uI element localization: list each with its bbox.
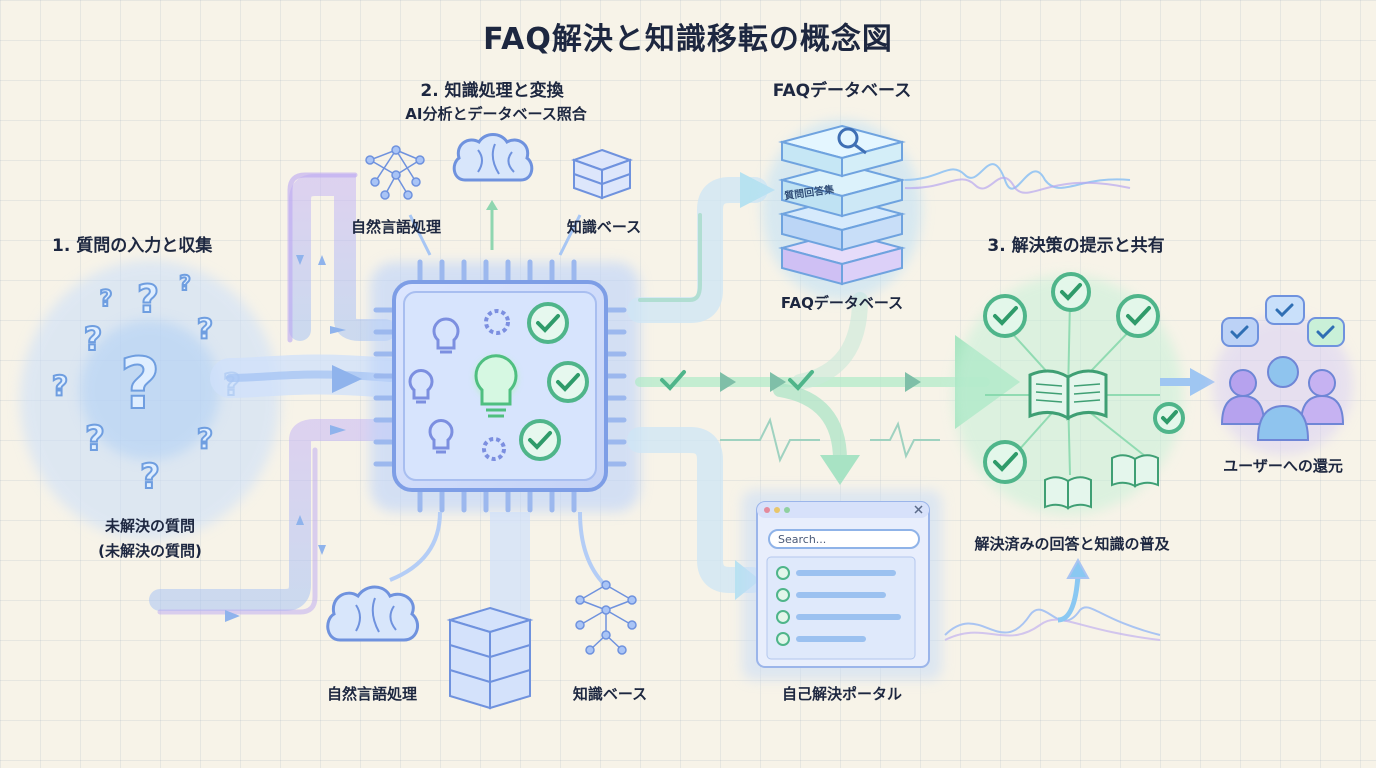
data-wave	[904, 163, 1131, 194]
portal-search-input: Search...	[768, 529, 920, 549]
knowledge-base-label-bottom: 知識ベース	[572, 685, 648, 703]
users-group	[1213, 295, 1353, 455]
neural-network-icon	[365, 145, 425, 200]
brain-icon	[326, 585, 420, 642]
knowledge-base-label-top: 知識ベース	[566, 218, 642, 236]
svg-text:?: ?	[120, 343, 161, 425]
svg-text:?: ?	[100, 287, 113, 312]
faq-database-stack	[762, 120, 922, 300]
solution-hub	[953, 272, 1215, 515]
neural-network-icon	[575, 580, 637, 655]
input-flows	[149, 172, 410, 615]
svg-text:?: ?	[140, 457, 160, 497]
cube-stack-icon	[571, 148, 633, 200]
svg-text:?: ?	[137, 277, 159, 321]
self-service-portal-window	[742, 490, 942, 680]
svg-text:?: ?	[197, 422, 213, 455]
pulse-lines	[720, 417, 940, 463]
step3-heading: 3. 解決策の提示と共有	[987, 236, 1165, 256]
check-icon	[983, 272, 1185, 484]
magnifier-icon	[837, 127, 867, 155]
nlp-label-top: 自然言語処理	[350, 218, 442, 236]
ai-processor-chip	[370, 259, 640, 513]
step2-heading: 2. 知識処理と変換	[420, 81, 564, 101]
portal-result-rows	[776, 566, 901, 646]
close-icon	[914, 505, 923, 514]
lightbulb-icon	[408, 317, 460, 454]
users-caption: ユーザーへの還元	[1223, 457, 1343, 475]
upward-arrows	[408, 200, 582, 256]
step2-subheading: AI分析とデータベース照合	[405, 105, 587, 123]
rising-wave	[944, 557, 1161, 641]
svg-text:?: ?	[84, 320, 103, 358]
output-flows	[619, 177, 1006, 593]
step1-caption-line2: (未解決の質問)	[98, 542, 202, 560]
nlp-label-bottom: 自然言語処理	[326, 685, 418, 703]
user-icon	[1220, 356, 1345, 441]
svg-text:?: ?	[179, 271, 191, 295]
faq-database-caption: FAQデータベース	[780, 294, 904, 312]
arrow-marks	[225, 255, 362, 622]
question-cloud: ? ? ? ? ? ? ? ? ? ? ?	[20, 260, 280, 540]
book-icon	[1028, 369, 1108, 421]
step1-caption-line1: 未解決の質問	[104, 517, 196, 535]
page-title: FAQ解決と知識移転の概念図	[483, 22, 893, 57]
cube-stack-icon	[446, 606, 534, 710]
flow-checkmarks	[660, 370, 814, 391]
portal-caption: 自己解決ポータル	[781, 685, 903, 703]
svg-text:?: ?	[85, 419, 105, 459]
svg-text:?: ?	[197, 312, 213, 345]
faq-database-heading: FAQデータベース	[772, 81, 912, 101]
book-icon	[1044, 454, 1159, 510]
brain-icon	[452, 133, 534, 182]
gear-icon	[482, 309, 510, 461]
svg-text:?: ?	[52, 369, 68, 402]
check-icon	[519, 302, 589, 461]
lightbulb-icon	[474, 354, 518, 418]
bottom-flows	[389, 511, 607, 620]
step1-heading: 1. 質問の入力と収集	[52, 236, 213, 256]
step3-caption: 解決済みの回答と知識の普及	[974, 535, 1170, 553]
